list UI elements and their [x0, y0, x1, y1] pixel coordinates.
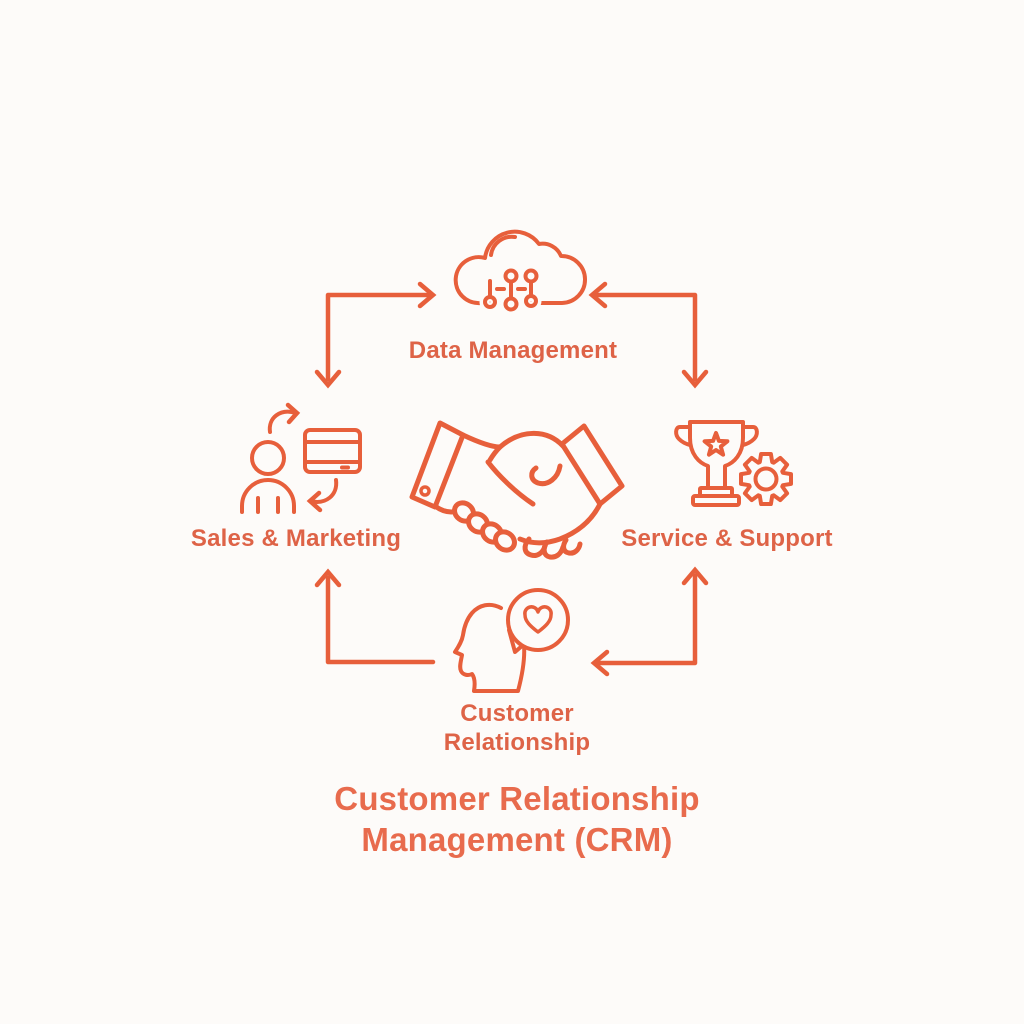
right-hand-bottom [517, 501, 603, 546]
arrowhead-up-icon [314, 568, 342, 588]
arrowhead-left-icon [590, 649, 610, 677]
arrowhead-right-icon [417, 281, 437, 309]
thought-bubble [506, 588, 570, 652]
label-sales-marketing: Sales & Marketing [190, 525, 402, 552]
head-heart-icon [453, 588, 570, 693]
head-profile [453, 602, 527, 693]
right-hand-back [487, 430, 566, 463]
handshake-icon [409, 420, 625, 560]
connector-top-left [314, 281, 437, 389]
arrowhead-down-icon [314, 369, 342, 389]
diagram-title: Customer Relationship Management (CRM) [334, 780, 700, 858]
finger-3 [561, 537, 583, 556]
gear-icon [739, 452, 793, 506]
right-cuff [559, 423, 625, 507]
cuff-button [419, 485, 431, 497]
cloud-outline [453, 229, 587, 306]
person-head [250, 440, 286, 476]
connector-bottom-right [590, 566, 709, 677]
label-customer-relationship: Customer Relationship [443, 700, 591, 756]
network-nodes [479, 265, 542, 315]
arrowhead-left-icon [588, 281, 608, 309]
person-screen-sync-icon [240, 402, 362, 514]
connector-bottom-left [314, 568, 436, 665]
trophy-base [691, 494, 741, 507]
screen [303, 428, 362, 474]
label-data-management: Data Management [408, 337, 618, 364]
cloud-data-icon [453, 229, 587, 315]
sync-arrows [267, 402, 339, 513]
knuckles [452, 500, 517, 553]
hand-edge [485, 459, 536, 507]
left-arm-top [460, 432, 503, 450]
thumb [529, 463, 563, 487]
left-cuff [409, 420, 466, 510]
heart-icon [523, 605, 553, 634]
trophy-handle-left [674, 425, 692, 447]
arrowhead-down-icon [681, 369, 709, 389]
arrowhead-up-icon [681, 566, 709, 586]
label-service-support: Service & Support [621, 525, 833, 552]
finger-2 [541, 539, 566, 560]
connector-top-right [588, 281, 709, 389]
star-icon [702, 431, 730, 457]
trophy-handle-right [741, 425, 759, 447]
cloud-highlight [489, 234, 517, 257]
trophy-gear-icon [674, 420, 793, 507]
person-body [240, 478, 296, 514]
